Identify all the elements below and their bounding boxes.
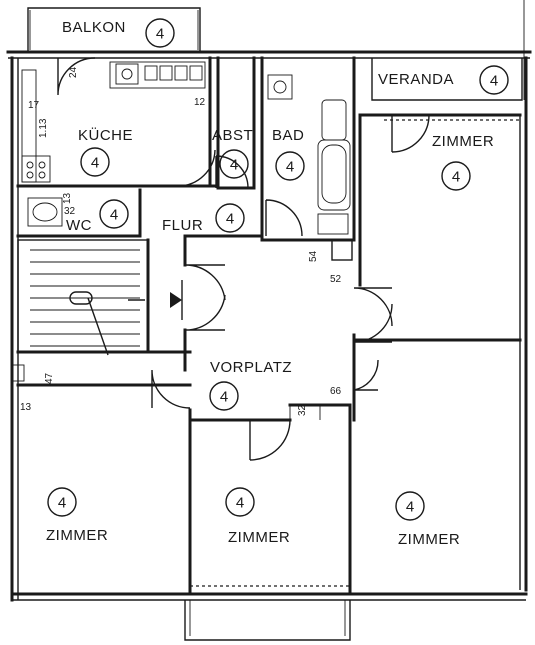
room-name-veranda: VERANDA [378,71,454,88]
room-name-zimmer-ne: ZIMMER [432,133,494,150]
dimension-label: 32 [297,404,308,416]
room-count-abst: 4 [230,157,238,174]
room-circle-zimmer-s [225,487,255,517]
dimension-label: 66 [330,386,342,397]
room-name-vorplatz: VORPLATZ [210,359,292,376]
dashed-lines [190,119,520,587]
room-circle-bad [275,151,305,181]
dimension-label: 13 [62,192,73,204]
dimension-labels: 24 12 17 1.13 13 32 54 52 47 13 66 32 [20,66,342,416]
dimension-label: 47 [44,372,55,384]
room-count-zimmer-sw: 4 [58,495,66,512]
room-circle-vorplatz [209,381,239,411]
room-name-zimmer-se: ZIMMER [398,531,460,548]
dimension-label: 12 [194,97,206,108]
room-count-flur: 4 [226,211,234,228]
room-count-zimmer-se: 4 [406,499,414,516]
room-count-kueche: 4 [91,155,99,172]
room-name-bad: BAD [272,127,304,144]
room-count-veranda: 4 [490,73,498,90]
room-name-flur: FLUR [162,217,203,234]
room-name-abst: ABST [212,127,253,144]
room-circle-kueche [80,147,110,177]
room-name-kueche: KÜCHE [78,126,133,144]
dimension-label: 32 [64,206,76,217]
room-name-zimmer-s: ZIMMER [228,529,290,546]
dimension-label: 52 [330,274,342,285]
walls [6,0,532,641]
stairs [30,249,183,356]
room-circle-veranda [479,65,509,95]
room-labels: BALKON 4 VERANDA 4 KÜCHE 4 ABST 4 BAD 4 … [46,18,509,548]
room-count-vorplatz: 4 [220,389,228,406]
room-name-balkon: BALKON [62,19,126,36]
room-count-zimmer-ne: 4 [452,169,460,186]
dimension-label: 1.13 [38,118,49,138]
dimension-label: 13 [20,402,32,413]
doors [57,57,430,461]
dimension-label: 24 [68,66,79,78]
dimension-label: 17 [28,100,40,111]
room-count-bad: 4 [286,159,294,176]
room-circle-zimmer-se [395,491,425,521]
room-circle-zimmer-sw [47,487,77,517]
fixtures [11,61,353,382]
room-count-zimmer-s: 4 [236,495,244,512]
room-circle-wc [99,199,129,229]
room-circle-balkon [145,18,175,48]
room-name-zimmer-sw: ZIMMER [46,527,108,544]
room-count-balkon: 4 [156,26,164,43]
room-circle-zimmer-ne [441,161,471,191]
room-count-wc: 4 [110,207,118,224]
dimension-label: 54 [308,250,319,262]
entrance-arrow-icon [170,292,182,308]
room-name-wc: WC [66,217,92,234]
room-circle-abst [219,149,249,179]
room-circle-flur [215,203,245,233]
